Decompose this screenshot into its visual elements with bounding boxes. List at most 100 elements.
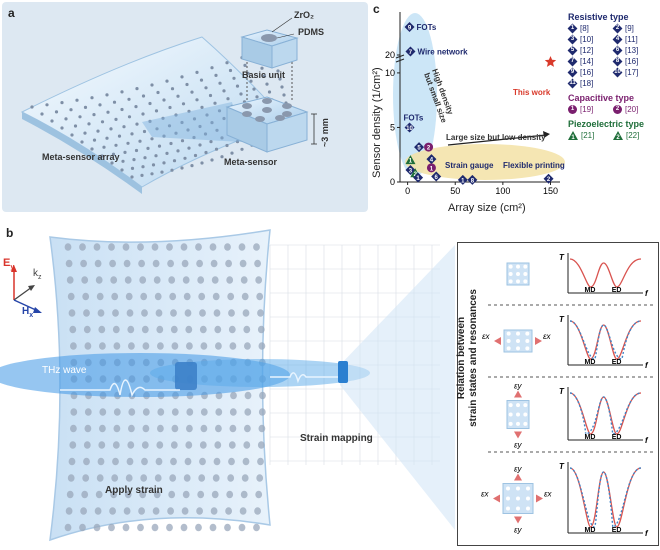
strain-y-label: εy [514,382,523,391]
legend-item: 9[16] [567,67,613,78]
unit-hole [526,506,530,511]
strain-x-label: εx [481,490,490,499]
point-label: 8 [471,178,475,184]
y-tick-label: 20 [385,50,395,60]
point-label: 2 [427,146,431,152]
frequency-label: f [645,529,649,538]
x-tick-label: 0 [405,186,410,196]
legend-item: 5[12] [567,45,613,56]
chart-xlabel: Array size (cm²) [448,202,526,214]
transmission-label: T [559,387,565,396]
high-density-region [393,13,437,177]
strain-mapping-illustration [0,229,455,542]
strain-y-label: εy [514,465,523,474]
shifted-resonance-curve [569,320,642,360]
svg-text:1: 1 [571,135,575,140]
legend-circle-icon: 1 [568,105,577,114]
y-tick-label: 0 [390,177,395,187]
legend-diamond-icon: 3 [567,34,578,45]
unit-hole [516,264,520,269]
transmission-label: T [559,462,565,471]
legend-diamond-icon: 1 [567,23,578,34]
chart-legend: Resistive type 1[8]2[9]3[10]4[11]5[12]6[… [567,12,658,140]
legend-item: 2[22] [613,131,658,140]
size-label: ~3 mm [320,118,330,147]
meta-sensor-array-label: Meta-sensor array [42,152,120,162]
legend-piezo-title: Piezoelectric type [568,119,645,129]
unit-hole [523,421,528,426]
point-label: 10 [406,126,413,132]
legend-diamond-icon: 6 [612,45,623,56]
unit-hole [523,412,528,417]
unit-hole [506,496,510,501]
x-tick-label: 100 [495,186,510,196]
unit-hole [516,496,520,501]
resistive-point [426,154,437,165]
strain-arrow-icon [536,494,543,503]
strain-x-label: εx [543,332,552,341]
unit-hole [508,264,513,269]
this-work-point [544,56,557,67]
x-tick-label: 150 [543,186,558,196]
meta-sensor-array-illustration [20,17,317,194]
piezo-point [405,155,416,165]
resistive-point [414,142,425,153]
unit-hole [516,421,520,426]
capacitive-point [426,163,436,173]
unit-hole [508,279,513,284]
legend-resistive-list: 1[8]2[9]3[10]4[11]5[12]6[13]7[14]8[16]9[… [567,23,658,89]
frequency-label: f [645,289,649,298]
resonance-curve [569,258,642,288]
unit-hole [516,331,520,336]
legend-triangle-icon: 2 [613,131,623,140]
chart-annotation: Wire network [417,48,468,57]
legend-item: 4[11] [612,34,658,45]
unit-hole [508,412,513,417]
legend-diamond-icon: 2 [612,23,623,34]
strain-y-label: εy [514,441,523,450]
panel-b-letter: b [6,226,14,240]
unit-hole [525,346,530,351]
strain-y-label: εy [514,526,523,535]
shifted-resonance-curve [569,467,642,528]
panel-a-letter: a [8,6,15,20]
zro2-label: ZrO₂ [294,10,314,20]
point-label: 1 [416,176,420,182]
strain-x-label: εx [482,332,491,341]
axis-break [395,54,405,59]
unit-hole [508,272,513,276]
legend-item: 1[8] [567,23,613,34]
chart-annotation: Large size but low density [446,133,546,142]
unit-hole [516,339,520,343]
panel-c-letter: c [373,2,380,16]
strain-x-label: εx [544,490,553,499]
legend-item: 7[14] [567,56,613,67]
unit-hole [506,506,510,511]
thz-wave-label: THz wave [42,365,87,376]
legend-diamond-icon: 4 [612,34,623,45]
unit-hole [506,346,511,351]
y-tick-label: 10 [385,68,395,78]
legend-capacitive-list: 1[19]2[20] [568,105,658,114]
point-label: 3 [409,169,413,175]
axis-h-label: Hx [22,306,34,319]
transmission-label: T [559,253,565,262]
resonance-curve [569,320,642,360]
point-label: 5 [417,146,421,152]
unit-hole [516,279,520,284]
point-label: 2 [547,177,551,183]
ed-label: ED [612,527,622,534]
legend-item: 10[17] [612,67,639,78]
legend-diamond-icon: 10 [612,67,623,78]
basic-unit-label: Basic unit [242,70,286,80]
ed-label: ED [612,287,622,294]
legend-capacitive-title: Capacitive type [568,93,635,103]
shifted-resonance-curve [569,392,642,435]
md-label: MD [585,527,596,534]
resonance-curve [569,467,642,528]
point-label: 2 [414,172,418,178]
unit-hole [526,496,530,501]
unit-hole [516,346,520,351]
